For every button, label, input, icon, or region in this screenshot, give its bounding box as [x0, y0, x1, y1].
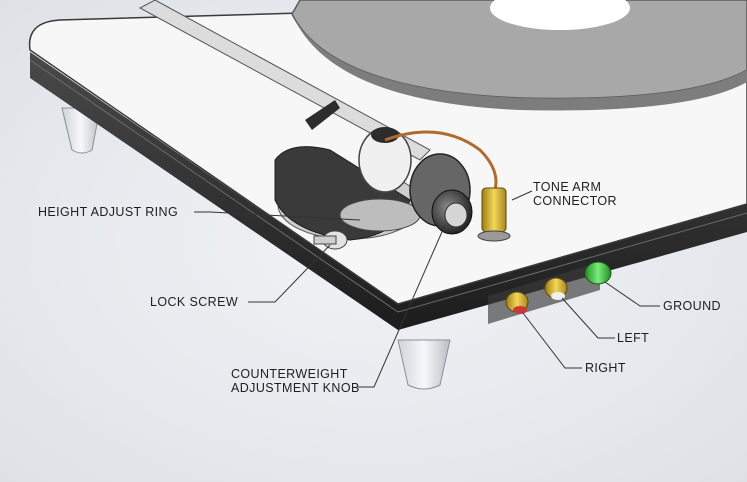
tone-arm-connector-line-2: CONNECTOR: [533, 194, 617, 208]
leader-tone-arm: [511, 190, 533, 201]
tone-arm-connector-line-1: TONE ARM: [533, 180, 602, 194]
right-jack-ring: [513, 306, 527, 314]
platter-label: [490, 0, 630, 30]
counterweight-face: [444, 202, 468, 228]
counterweight-line-1: COUNTERWEIGHT: [231, 367, 348, 381]
pivot-cap: [371, 127, 399, 143]
leader-right: [522, 312, 582, 369]
ground-terminal: [584, 261, 612, 285]
arm-lift: [305, 100, 340, 130]
height-adjust-ring-label: HEIGHT ADJUST RING: [38, 205, 179, 219]
tone-arm-tube: [138, 0, 431, 161]
tone-arm-connector: [481, 187, 507, 233]
tone-arm-connector-label: TONE ARM CONNECTOR: [533, 180, 617, 208]
left-jack-ring: [551, 292, 565, 300]
front-foot: [397, 339, 451, 390]
leader-height: [194, 211, 361, 221]
platter-rim: [292, 14, 747, 111]
right-label: RIGHT: [585, 361, 626, 375]
plinth-edge-highlight: [29, 59, 747, 313]
counterweight-knob-label: COUNTERWEIGHT ADJUSTMENT KNOB: [231, 367, 360, 395]
connector-base: [477, 230, 511, 242]
leader-lock: [248, 244, 331, 303]
plinth-edge: [30, 52, 747, 330]
tone-arm-cable: [384, 130, 498, 191]
lock-screw-shaft: [313, 235, 337, 245]
counterweight-line-2: ADJUSTMENT KNOB: [231, 381, 360, 395]
leader-left: [561, 297, 615, 339]
height-adjust-ring: [339, 198, 421, 232]
leader-ground: [604, 281, 660, 307]
left-label: LEFT: [617, 331, 650, 345]
leader-counterweight: [358, 224, 446, 388]
leader-lines: [194, 190, 660, 388]
lock-screw-label: LOCK SCREW: [150, 295, 239, 309]
ground-label: GROUND: [663, 299, 721, 313]
